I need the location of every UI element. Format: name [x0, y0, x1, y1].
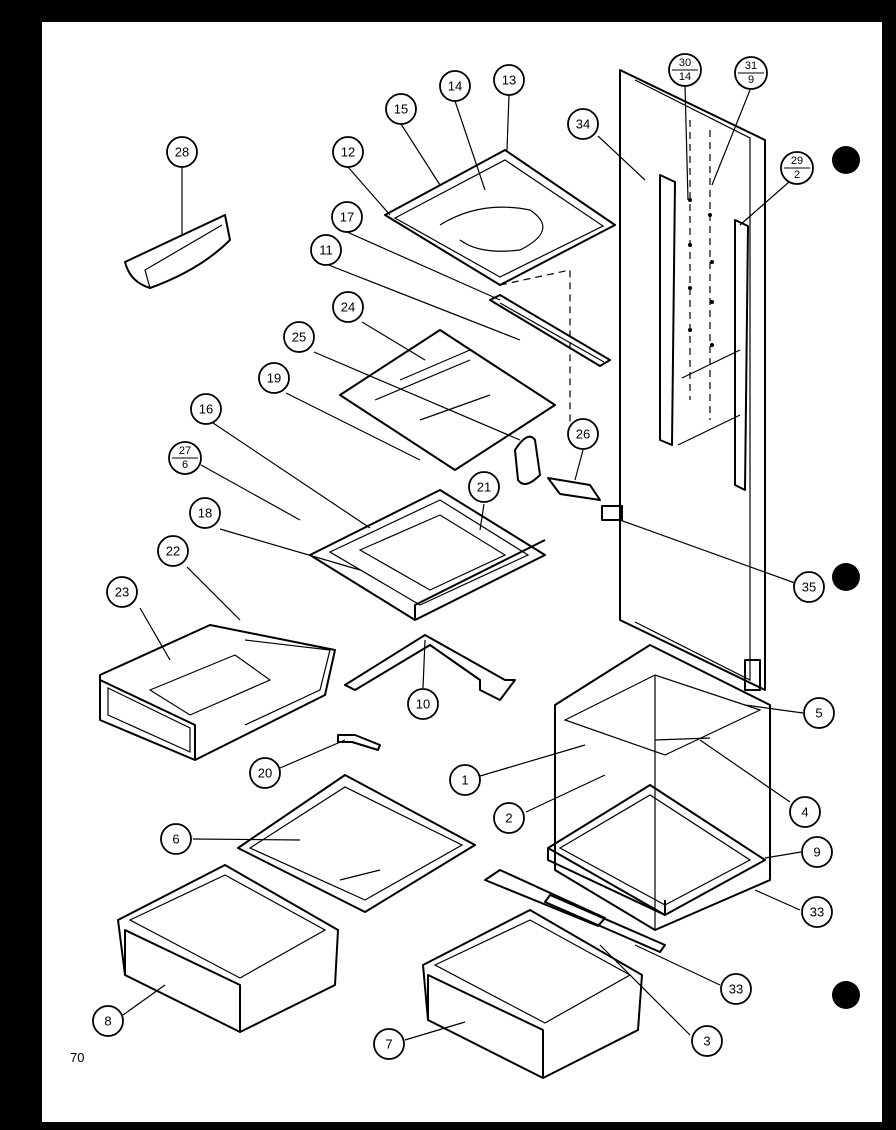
callout-2: 2 [493, 802, 525, 834]
callout-34: 34 [567, 108, 599, 140]
part-crisper-cover [554, 644, 771, 931]
svg-text:21: 21 [477, 480, 491, 495]
callout-9: 9 [801, 836, 833, 868]
registration-dot-bottom [832, 981, 860, 1009]
callout-7: 7 [373, 1028, 405, 1060]
callout-15: 15 [385, 93, 417, 125]
callout-30-14: 30 14 [668, 53, 702, 87]
svg-text:31: 31 [745, 60, 757, 72]
svg-text:15: 15 [394, 102, 408, 117]
svg-text:13: 13 [502, 73, 516, 88]
svg-text:6: 6 [182, 459, 188, 471]
svg-text:23: 23 [115, 585, 129, 600]
svg-text:7: 7 [385, 1037, 392, 1052]
callout-3: 3 [691, 1025, 723, 1057]
part-crisper-drawer-left [117, 864, 339, 1033]
callout-33-lower: 33 [720, 973, 752, 1005]
svg-text:29: 29 [791, 155, 803, 167]
callout-20: 20 [249, 757, 281, 789]
callout-28: 28 [166, 136, 198, 168]
callout-31-9: 31 9 [734, 56, 768, 90]
leader-lines [122, 84, 804, 1041]
registration-dot-top [832, 146, 860, 174]
callout-23: 23 [106, 576, 138, 608]
callout-27-6: 27 6 [168, 441, 202, 475]
part-clip [337, 734, 381, 751]
svg-text:33: 33 [729, 982, 743, 997]
svg-text:2: 2 [505, 811, 512, 826]
callout-1: 1 [449, 764, 481, 796]
svg-text:25: 25 [292, 330, 306, 345]
part-utility-bin [124, 214, 231, 289]
part-crisper-frame [309, 489, 546, 621]
callout-5: 5 [803, 697, 835, 729]
part-right-shelf-frame [547, 784, 766, 916]
callout-35: 35 [793, 571, 825, 603]
svg-text:16: 16 [199, 402, 213, 417]
svg-text:10: 10 [416, 697, 430, 712]
callout-16: 16 [190, 393, 222, 425]
svg-text:14: 14 [679, 71, 691, 83]
callout-18: 18 [189, 497, 221, 529]
callout-4: 4 [789, 796, 821, 828]
svg-text:17: 17 [340, 210, 354, 225]
svg-text:6: 6 [172, 832, 179, 847]
registration-dot-middle [832, 563, 860, 591]
svg-text:2: 2 [794, 169, 800, 181]
part-meat-drawer [99, 624, 336, 761]
callout-26: 26 [567, 418, 599, 450]
part-bracket [344, 634, 516, 701]
svg-text:22: 22 [166, 544, 180, 559]
svg-text:19: 19 [267, 371, 281, 386]
svg-text:12: 12 [341, 145, 355, 160]
svg-text:5: 5 [815, 706, 822, 721]
page-number: 70 [70, 1050, 85, 1065]
svg-text:4: 4 [801, 805, 808, 820]
callout-33-upper: 33 [801, 896, 833, 928]
callout-12: 12 [332, 136, 364, 168]
part-left-shelf-frame [237, 774, 476, 913]
svg-text:1: 1 [461, 773, 468, 788]
part-cabinet-liner [619, 69, 766, 691]
callout-21: 21 [468, 471, 500, 503]
callout-25: 25 [283, 321, 315, 353]
svg-text:27: 27 [179, 445, 191, 457]
part-top-shelf [384, 149, 616, 440]
part-glass-shelf [339, 329, 556, 471]
svg-text:14: 14 [448, 79, 462, 94]
svg-text:26: 26 [576, 427, 590, 442]
svg-text:30: 30 [679, 57, 691, 69]
svg-text:33: 33 [810, 905, 824, 920]
part-handle [514, 435, 623, 521]
svg-text:18: 18 [198, 506, 212, 521]
callout-22: 22 [157, 535, 189, 567]
part-slide-rails [484, 869, 666, 953]
svg-text:28: 28 [175, 145, 189, 160]
svg-text:11: 11 [319, 243, 333, 258]
callout-11: 11 [310, 234, 342, 266]
svg-text:24: 24 [341, 300, 355, 315]
svg-text:35: 35 [802, 580, 816, 595]
svg-text:8: 8 [104, 1014, 111, 1029]
page-area [42, 22, 882, 1122]
callout-17: 17 [331, 201, 363, 233]
svg-text:9: 9 [748, 74, 754, 86]
callout-8: 8 [92, 1005, 124, 1037]
svg-text:34: 34 [576, 117, 590, 132]
callout-24: 24 [332, 291, 364, 323]
callout-14: 14 [439, 70, 471, 102]
part-shelf-rail [489, 294, 611, 367]
callout-19: 19 [258, 362, 290, 394]
callout-10: 10 [407, 688, 439, 720]
callout-13: 13 [493, 64, 525, 96]
svg-text:20: 20 [258, 766, 272, 781]
svg-text:3: 3 [703, 1034, 710, 1049]
svg-text:9: 9 [813, 845, 820, 860]
callout-29-2: 29 2 [780, 151, 814, 185]
callout-6: 6 [160, 823, 192, 855]
